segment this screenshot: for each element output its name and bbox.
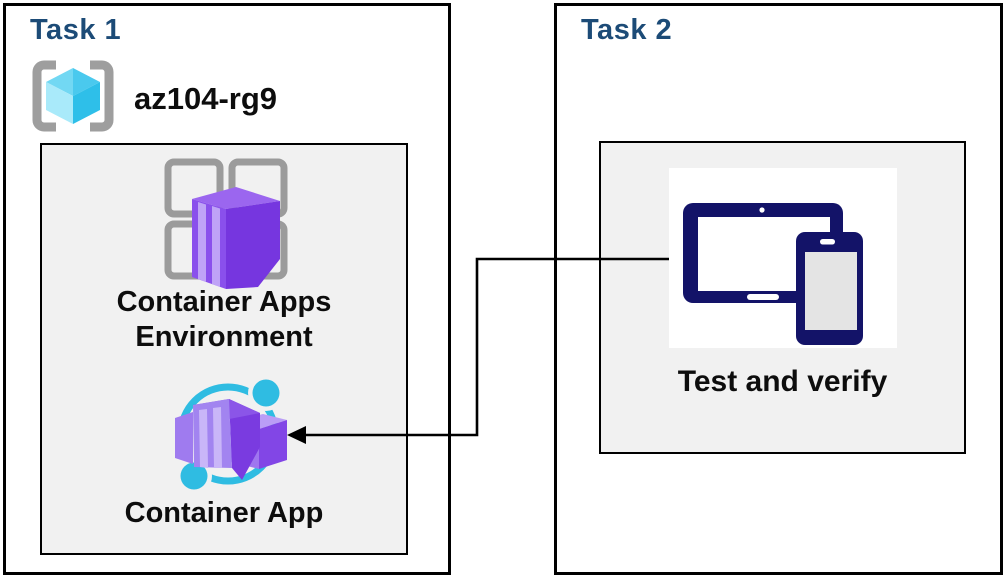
- task2-title: Task 2: [581, 14, 673, 46]
- resource-group: az104-rg9: [28, 56, 277, 141]
- environment-label: Container Apps Environment: [116, 286, 332, 353]
- resource-group-icon: [28, 56, 118, 141]
- container-app-label: Container App: [124, 497, 324, 529]
- resource-group-name: az104-rg9: [134, 80, 278, 116]
- tablet-and-phone-icon: [669, 168, 897, 348]
- task2-inner-box: Test and verify: [599, 141, 966, 454]
- container-apps-environment-icon: [156, 157, 296, 302]
- task1-inner-box: Container Apps Environment: [40, 143, 408, 555]
- container-app-icon: [165, 372, 293, 505]
- task1-box: Task 1 az104-rg9: [3, 3, 451, 575]
- task1-title: Task 1: [30, 14, 122, 46]
- task2-box: Task 2 Test and verify: [554, 3, 1003, 575]
- test-and-verify-label: Test and verify: [677, 365, 888, 398]
